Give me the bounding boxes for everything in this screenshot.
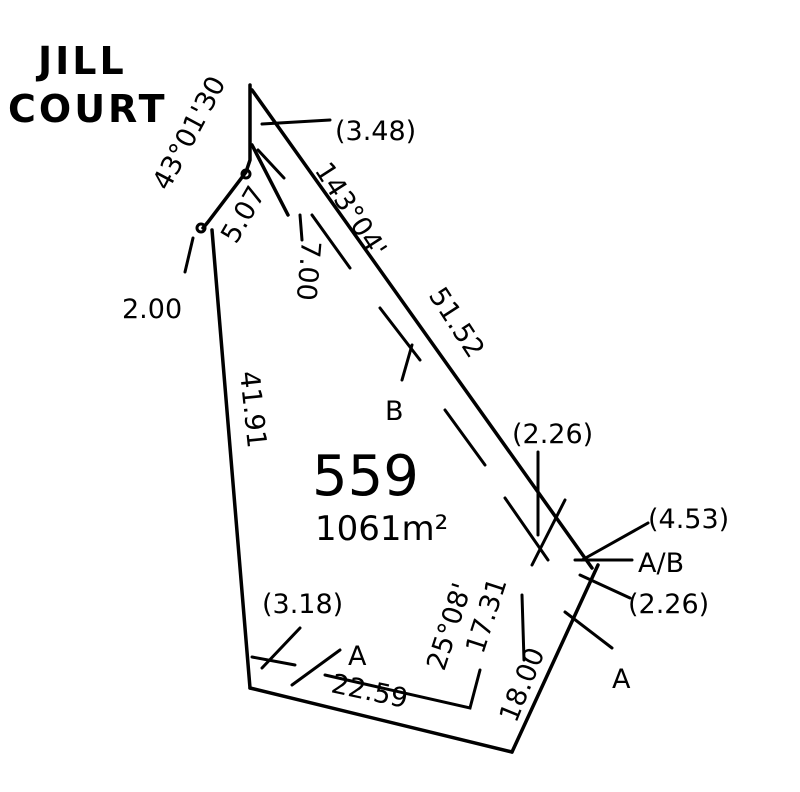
easement-label-a-right: A — [612, 664, 631, 695]
street-name-line1: JILL — [35, 39, 127, 83]
easement-width-2-26-top: (2.26) — [512, 419, 593, 450]
easement-width-4-53: (4.53) — [648, 504, 729, 535]
truncation-5-07: 5.07 — [215, 181, 272, 249]
easement-width-3-18: (3.18) — [262, 589, 343, 620]
easement-label-ab: A/B — [638, 548, 684, 579]
easement-lines — [183, 118, 650, 710]
easement-label-a-left: A — [348, 641, 367, 672]
lot-boundary — [195, 83, 600, 754]
street-name-line2: COURT — [8, 87, 168, 131]
easement-label-b: B — [385, 396, 404, 427]
bottom-length: 22.59 — [329, 669, 411, 715]
lot-area: 1061m² — [315, 509, 448, 549]
easement-width-3-48: (3.48) — [335, 116, 416, 147]
left-length: 41.91 — [233, 369, 272, 449]
easement-width-2-26-bottom: (2.26) — [628, 589, 709, 620]
lot-number: 559 — [312, 444, 419, 509]
diagonal-length: 51.52 — [422, 282, 490, 364]
truncation-7-00: 7.00 — [290, 239, 326, 302]
corner-offset-2-00: 2.00 — [122, 294, 182, 325]
